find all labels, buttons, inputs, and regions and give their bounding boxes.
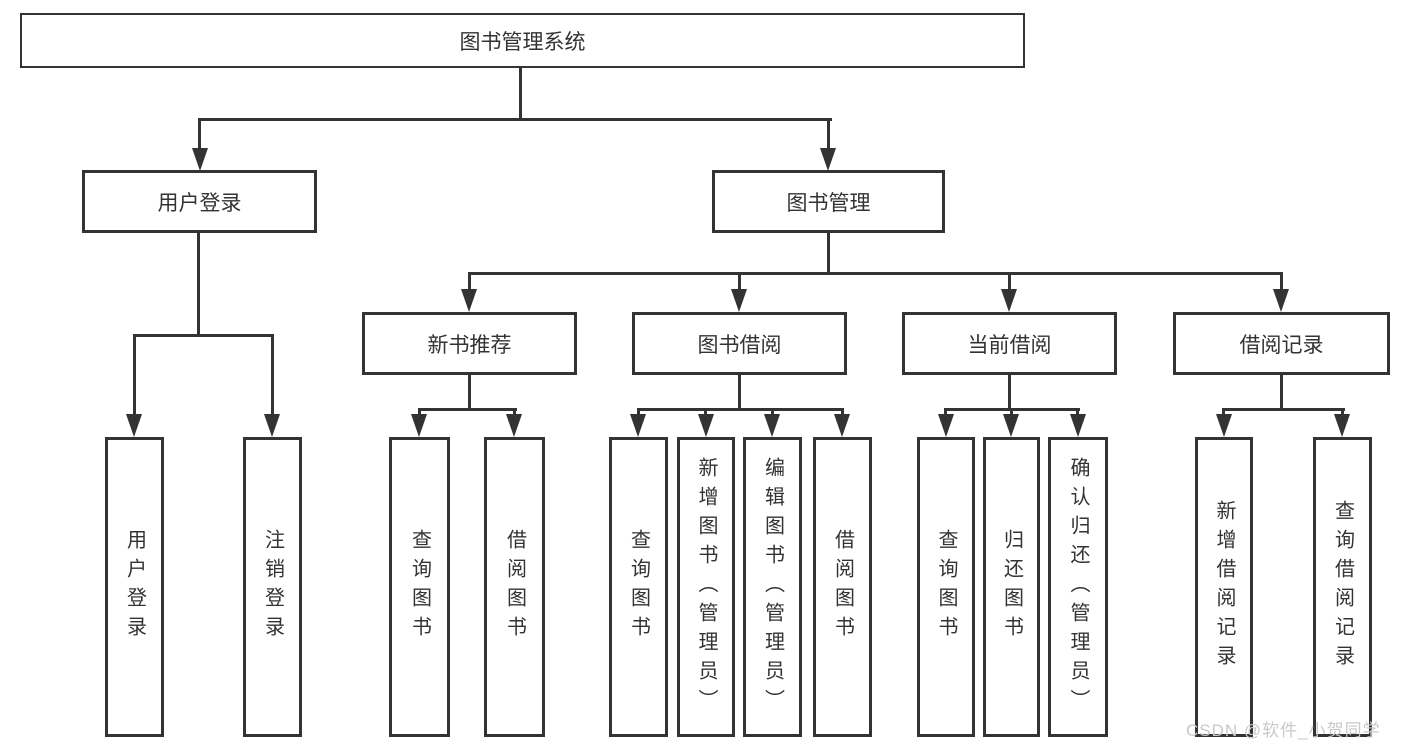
connector-line [827,231,830,274]
connector-line [637,408,844,411]
leaf-user-login: 用户登录 [105,437,164,737]
leaf-label: 查询图书 [935,529,957,645]
arrowhead-down-icon [731,289,747,312]
connector-line [468,272,471,292]
leaf-label: 查询借阅记录 [1331,500,1354,674]
node-library-system: 图书管理系统 [20,13,1025,68]
node-book-borrowing: 图书借阅 [632,312,847,375]
arrowhead-down-icon [264,414,280,437]
leaf-edit-book-admin: 编辑图书（管理员） [743,437,802,737]
connector-line [944,408,947,417]
node-label: 图书借阅 [697,333,782,357]
node-label: 用户登录 [157,191,242,215]
connector-line [418,408,517,411]
arrowhead-down-icon [820,148,836,171]
leaf-label: 借阅图书 [503,529,526,645]
arrowhead-down-icon [630,414,646,437]
connector-line [513,408,516,417]
leaf-label: 编辑图书（管理员） [761,456,784,718]
arrowhead-down-icon [1070,414,1086,437]
watermark-text: CSDN @软件_小贺同学 [1186,721,1381,740]
arrowhead-down-icon [1001,289,1017,312]
connector-line [418,408,421,417]
leaf-query-books-current: 查询图书 [917,437,975,737]
leaf-add-book-admin: 新增图书（管理员） [677,437,735,737]
node-label: 借阅记录 [1239,333,1324,357]
leaf-label: 借阅图书 [831,529,854,645]
node-book-management: 图书管理 [712,170,945,233]
arrowhead-down-icon [1216,414,1232,437]
connector-line [197,231,200,336]
leaf-label: 注销登录 [261,529,284,645]
leaf-label: 用户登录 [123,529,146,645]
connector-line [1222,408,1225,417]
leaf-label: 归还图书 [1000,529,1023,645]
leaf-add-borrow-record: 新增借阅记录 [1195,437,1253,737]
connector-line [198,118,201,151]
arrowhead-down-icon [764,414,780,437]
arrowhead-down-icon [1334,414,1350,437]
node-current-borrowing: 当前借阅 [902,312,1117,375]
connector-line [1222,408,1345,411]
leaf-query-borrow-record: 查询借阅记录 [1313,437,1372,737]
node-borrowing-records: 借阅记录 [1173,312,1390,375]
arrowhead-down-icon [192,148,208,171]
connector-line [468,373,471,410]
arrowhead-down-icon [698,414,714,437]
node-label: 新书推荐 [427,333,512,357]
connector-line [271,334,274,418]
connector-line [841,408,844,417]
leaf-return-book: 归还图书 [983,437,1040,737]
leaf-label: 新增图书（管理员） [695,456,717,718]
node-label: 图书管理 [786,191,871,215]
connector-line [519,66,522,120]
connector-line [704,408,707,417]
connector-line [1008,373,1011,410]
connector-line [198,118,832,121]
leaf-borrow-books-recommend: 借阅图书 [484,437,545,737]
connector-line [1280,272,1283,292]
connector-line [637,408,640,417]
arrowhead-down-icon [834,414,850,437]
arrowhead-down-icon [506,414,522,437]
connector-line [1280,373,1283,410]
connector-line [738,272,741,292]
connector-line [1076,408,1079,417]
connector-line [827,118,830,151]
connector-line [1341,408,1344,417]
connector-line [468,272,1283,275]
arrowhead-down-icon [411,414,427,437]
connector-line [771,408,774,417]
connector-line [1010,408,1013,417]
node-label: 图书管理系统 [459,30,586,54]
leaf-query-books-borrowing: 查询图书 [609,437,668,737]
node-label: 当前借阅 [967,333,1052,357]
leaf-label: 查询图书 [627,529,650,645]
leaf-confirm-return-admin: 确认归还（管理员） [1048,437,1108,737]
connector-line [738,373,741,410]
leaf-logout: 注销登录 [243,437,302,737]
leaf-label: 新增借阅记录 [1213,500,1235,674]
leaf-label: 确认归还（管理员） [1067,456,1089,718]
arrowhead-down-icon [938,414,954,437]
arrowhead-down-icon [126,414,142,437]
node-new-book-recommend: 新书推荐 [362,312,577,375]
arrowhead-down-icon [1003,414,1019,437]
connector-line [133,334,136,418]
arrowhead-down-icon [461,289,477,312]
connector-line [133,334,274,337]
leaf-label: 查询图书 [408,529,431,645]
connector-line [1008,272,1011,292]
arrowhead-down-icon [1273,289,1289,312]
node-user-login: 用户登录 [82,170,317,233]
leaf-borrow-books-borrowing: 借阅图书 [813,437,872,737]
leaf-query-books-recommend: 查询图书 [389,437,450,737]
